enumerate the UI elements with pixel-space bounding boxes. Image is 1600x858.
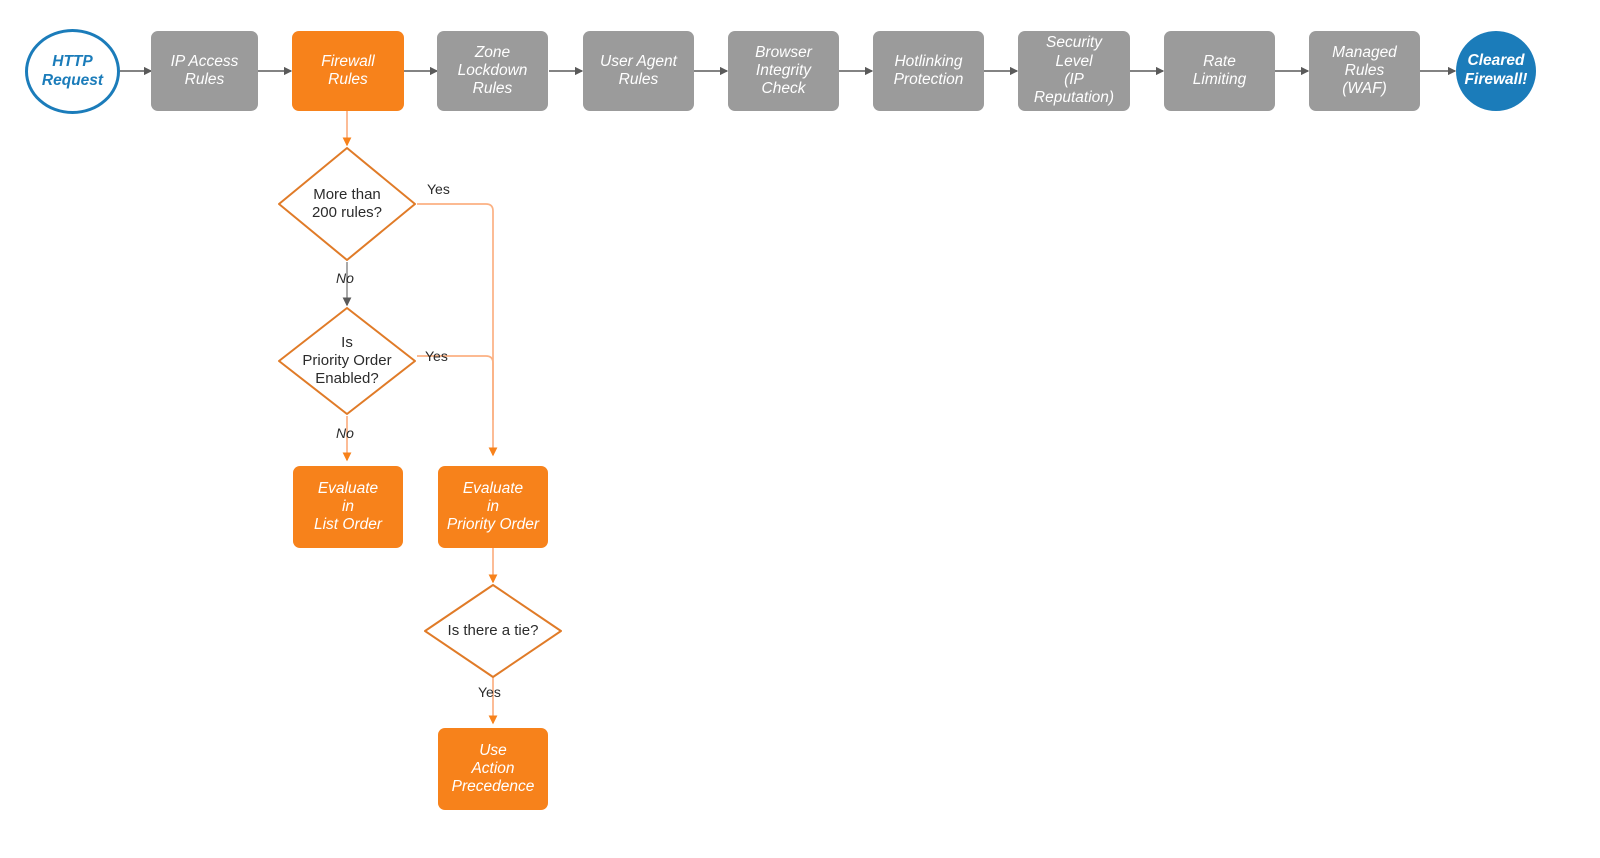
node-evaluate-in-priority-order-label: Evaluate in Priority Order bbox=[446, 479, 540, 534]
node-managed-rules-waf[interactable]: Managed Rules (WAF) bbox=[1309, 31, 1420, 111]
node-firewall-rules[interactable]: Firewall Rules bbox=[292, 31, 404, 111]
node-evaluate-in-list-order[interactable]: Evaluate in List Order bbox=[293, 466, 403, 548]
node-use-action-precedence-label: Use Action Precedence bbox=[451, 741, 535, 796]
edge-label-no-200-rules: No bbox=[336, 270, 354, 286]
edge-200rules-yes bbox=[417, 203, 498, 457]
edge-priority-yes bbox=[417, 355, 494, 420]
node-evaluate-in-priority-order[interactable]: Evaluate in Priority Order bbox=[438, 466, 548, 548]
node-hotlinking-protection[interactable]: Hotlinking Protection bbox=[873, 31, 984, 111]
node-managed-rules-waf-label: Managed Rules (WAF) bbox=[1332, 43, 1397, 98]
node-security-level-label: Security Level (IP Reputation) bbox=[1033, 34, 1115, 107]
diamond-shape-200-rules bbox=[278, 147, 416, 261]
decision-is-priority-order-enabled[interactable]: Is Priority Order Enabled? bbox=[277, 306, 417, 416]
decision-more-than-200-rules-label: More than 200 rules? bbox=[311, 186, 383, 221]
node-cleared-firewall[interactable]: Cleared Firewall! bbox=[1456, 31, 1536, 111]
decision-more-than-200-rules[interactable]: More than 200 rules? bbox=[277, 146, 417, 262]
node-user-agent-rules-label: User Agent Rules bbox=[600, 52, 677, 88]
diamond-shape-tie bbox=[424, 584, 562, 678]
diamond-shape-priority-order bbox=[278, 307, 416, 415]
node-evaluate-in-list-order-label: Evaluate in List Order bbox=[313, 479, 383, 534]
node-ip-access-rules[interactable]: IP Access Rules bbox=[151, 31, 258, 111]
node-rate-limiting-label: Rate Limiting bbox=[1192, 52, 1247, 88]
edge-label-yes-tie: Yes bbox=[478, 684, 501, 700]
decision-is-there-a-tie[interactable]: Is there a tie? bbox=[423, 583, 563, 679]
node-user-agent-rules[interactable]: User Agent Rules bbox=[583, 31, 694, 111]
node-http-request[interactable]: HTTP Request bbox=[25, 29, 120, 114]
node-ip-access-rules-label: IP Access Rules bbox=[170, 52, 239, 88]
decision-is-priority-order-enabled-label: Is Priority Order Enabled? bbox=[302, 334, 392, 387]
node-firewall-rules-label: Firewall Rules bbox=[321, 52, 375, 88]
node-cleared-firewall-label: Cleared Firewall! bbox=[1464, 52, 1528, 88]
node-zone-lockdown-rules[interactable]: Zone Lockdown Rules bbox=[437, 31, 548, 111]
node-use-action-precedence[interactable]: Use Action Precedence bbox=[438, 728, 548, 810]
node-rate-limiting[interactable]: Rate Limiting bbox=[1164, 31, 1275, 111]
node-http-request-label: HTTP Request bbox=[41, 52, 104, 89]
node-browser-integrity-check-label: Browser Integrity Check bbox=[755, 43, 812, 98]
node-hotlinking-protection-label: Hotlinking Protection bbox=[893, 52, 964, 88]
edge-label-no-priority-order: No bbox=[336, 425, 354, 441]
edge-label-yes-priority-order: Yes bbox=[425, 348, 448, 364]
decision-is-there-a-tie-label: Is there a tie? bbox=[447, 622, 539, 639]
node-security-level[interactable]: Security Level (IP Reputation) bbox=[1018, 31, 1130, 111]
node-browser-integrity-check[interactable]: Browser Integrity Check bbox=[728, 31, 839, 111]
edge-label-yes-200-rules: Yes bbox=[427, 181, 450, 197]
node-zone-lockdown-rules-label: Zone Lockdown Rules bbox=[457, 43, 528, 98]
